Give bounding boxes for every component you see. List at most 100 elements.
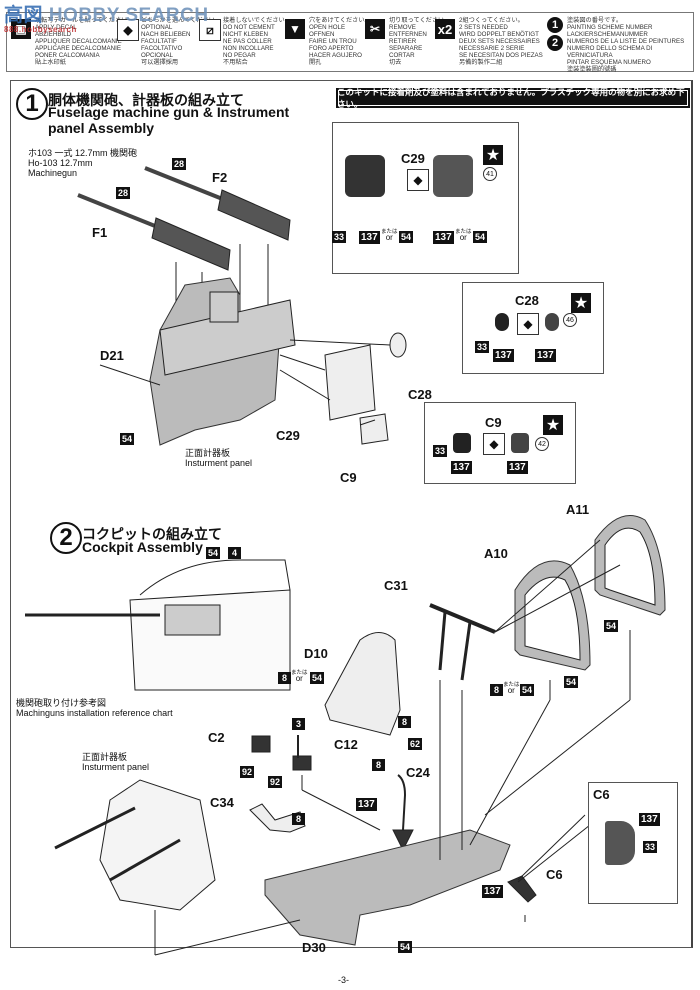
do-not-cement-icon: ⧄ [199,19,221,41]
d30-floor-drawing [264,829,511,946]
part-f1: F1 [92,225,108,240]
optional-icon: ◆ [483,433,505,455]
ref-paint-a: 54 [206,547,221,559]
symbol-legend: ▣ 水転写デカールを貼ってください。 APPLY DECAL ABZIEHBIL… [6,12,694,73]
c6-paint-a: 137 [639,813,660,826]
paint-d30: 54 [398,941,413,953]
watermark-cn-2: 図 [23,5,44,26]
paint-c12-a: 3 [292,718,305,730]
part-c12: C12 [334,737,358,752]
c29-detail-label: C29 [401,151,425,166]
step-1-title-en-line2: panel Assembly [48,120,155,136]
c29-paint-c2: 54 [473,231,488,243]
instruction-frame [10,80,693,948]
c29-paint-b1: 137 [359,231,380,244]
panel-note-jp: 正面計器板 [185,448,231,458]
part-c29: C29 [276,428,300,443]
part-c31: C31 [384,578,408,593]
part-d30: D30 [302,940,326,955]
panel-note-2-en: Insturment panel [82,762,150,772]
step-2-title-en: Cockpit Assembly [82,539,203,555]
part-c24: C24 [406,765,430,780]
part-c34: C34 [210,795,234,810]
panel-note-en: Insturment panel [185,458,253,468]
optional-icon: ◆ [517,313,539,335]
decal-number-42: 42 [535,437,549,451]
c6-paint-b: 33 [643,841,658,853]
panel-note-2: 正面計器板 Insturment panel [82,752,149,772]
legend-remove-text: 切り取ってください。 REMOVE ENTFERNEN RETIRER SEPA… [389,17,451,66]
paint-a11: 54 [604,620,619,632]
c9-detail-box: C9 ★ ◆ 42 33 137 137 [424,402,576,484]
legend-do-not-cement-text: 接着しないでください。 DO NOT CEMENT NICHT KLEBEN N… [223,17,291,66]
c29-paint-a: 33 [332,231,347,243]
paint-f1: 28 [116,187,131,199]
or-en: or [459,233,467,242]
legend-painting-scheme-text: 塗装図の番号です。 PAINTING SCHEME NUMBER LACKIER… [567,17,685,73]
c28-gauge-painted [495,313,509,331]
legend-decal-text: 水転写デカールを貼ってください。 APPLY DECAL ABZIEHBILD … [35,17,134,66]
paint-a10: 54 [564,676,579,688]
reference-chart-drawing [25,559,291,691]
decal-star-icon: ★ [571,293,591,313]
or-en: or [295,674,303,683]
optional-icon: ◆ [117,19,139,41]
c28-gauge-decal [545,313,559,331]
watermark-brand: HOBBY SEARCH [48,5,209,26]
part-c28: C28 [408,387,432,402]
gun-f2-drawing [144,166,291,241]
gun-f1-drawing [77,193,231,271]
c9-paint-a: 33 [433,445,448,457]
watermark: 高図 HOBBY SEARCH 888.hobbysearch [4,0,209,34]
part-d21: D21 [100,348,124,363]
gun-note-jp: ホ103 一式 12.7mm 機関砲 [28,148,138,158]
paint-d10-b: 54 [310,672,325,684]
c28-paint-a: 33 [475,341,490,353]
watermark-url: 888.hobbysearch [4,25,77,34]
legend-optional-text: どちらかを選んでください。 OPTIONAL NACH BELIEBEN FAC… [141,17,222,66]
c9-gauge-painted [453,433,471,453]
c6-detail-label: C6 [593,787,610,802]
notice-banner: このキットに接着剤及び塗料は含まれておりません。プラスチック専用の物を別にお求め… [336,87,690,109]
ref-note-jp: 機関砲取り付け参考図 [16,698,107,708]
c28-paint-b: 137 [493,349,514,362]
x2-icon: x2 [435,19,455,39]
legend-x2-text: 2組つくってください。 2 SETS NEEDED WIRD DOPPELT B… [459,17,543,66]
paint-c31-a: 8 [490,684,503,696]
c6-lever-detail [605,821,635,865]
d21-panel-drawing [149,277,296,446]
step-1-title-en: Fuselage machine gun & Instrument panel … [48,104,289,136]
or-jp: または [291,670,308,676]
c28-detail-box: C28 ★ ◆ 46 33 137 137 [462,282,604,374]
paint-d10-c: 8 [398,716,411,728]
c29-panel-painted [345,155,385,197]
paint-d21: 54 [120,433,135,445]
panel-note-2-jp: 正面計器板 [82,752,128,762]
step-1-title-en-line1: Fuselage machine gun & Instrument [48,104,290,120]
step-2-title-jp: コクピットの組み立て [82,526,222,542]
c29-paint-c1: 137 [433,231,454,244]
painting-scheme-1-icon: 1 [547,17,563,33]
decal-number-46: 46 [563,313,577,327]
paint-c2: 92 [240,766,255,778]
decal-number-41: 41 [483,167,497,181]
or-en: or [507,686,515,695]
or-jp: または [455,229,472,235]
c9-paint-c: 137 [507,461,528,474]
paint-c24-c: 8 [372,759,385,771]
part-a11: A11 [566,502,590,517]
c28-paint-c: 137 [535,349,556,362]
part-f2: F2 [212,170,228,185]
watermark-cn-1: 高 [4,5,24,26]
c28-detail-label: C28 [515,293,539,308]
paint-d10-a: 8 [278,672,291,684]
decal-icon: ▣ [11,19,31,39]
c6-detail-box: C6 137 33 [588,782,678,904]
paint-f2: 28 [172,158,187,170]
page-number: -3- [338,975,349,985]
open-hole-icon: ▼ [285,19,305,39]
